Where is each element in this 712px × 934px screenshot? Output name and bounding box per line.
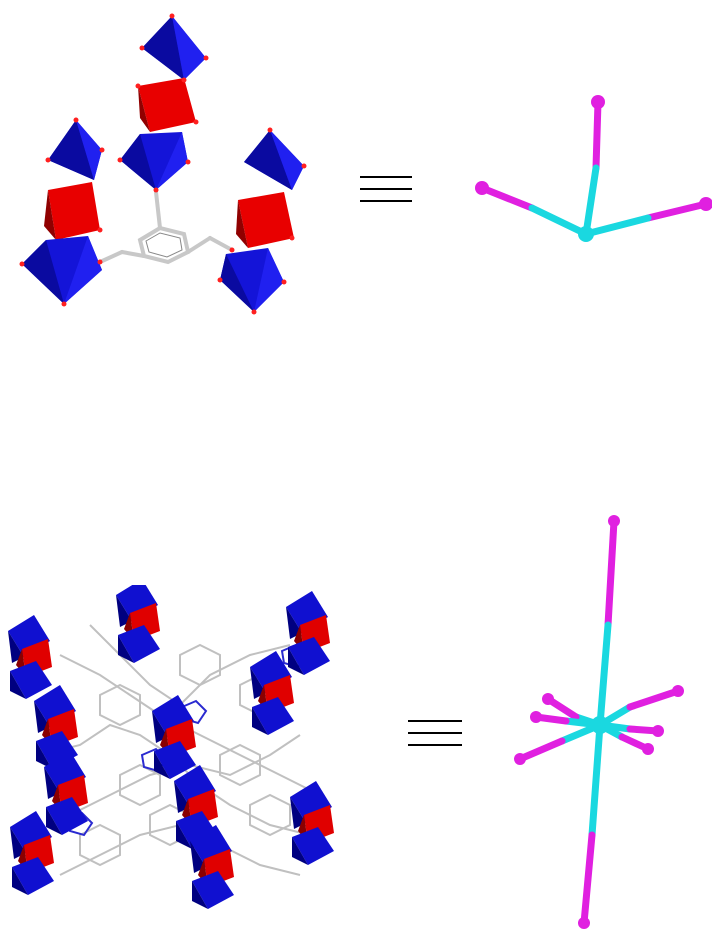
polyhedron-red	[44, 182, 100, 240]
polyhedron-blue	[142, 16, 206, 80]
oxygen-atoms	[19, 13, 307, 315]
polyhedron-blue	[120, 132, 188, 190]
node-svg	[514, 515, 684, 929]
octahedral-unit	[152, 695, 196, 779]
polyhedron-blue	[244, 130, 304, 190]
framework-structure	[0, 585, 372, 925]
equivalence-lines	[360, 176, 412, 202]
top-sbu-structure	[0, 0, 330, 330]
octahedral-unit	[116, 585, 160, 663]
top-sbu-svg	[19, 13, 307, 315]
octahedral-unit	[10, 811, 54, 895]
node-center	[591, 716, 609, 734]
polyhedron-blue	[22, 236, 102, 304]
node-terminals	[514, 515, 684, 929]
ligand-inner-ring	[145, 232, 183, 258]
polyhedron-red	[236, 192, 294, 248]
equivalence-sign-top	[358, 172, 414, 206]
octahedral-unit	[290, 781, 334, 865]
equivalence-lines	[408, 720, 462, 746]
ligand-bond	[120, 250, 146, 258]
node-terminal	[591, 95, 605, 109]
polyhedron-blue	[220, 248, 284, 312]
equivalence-sign-bottom	[406, 716, 464, 750]
eight-connected-node	[492, 505, 712, 934]
node-terminal	[475, 181, 489, 195]
ligand-bond	[186, 236, 212, 254]
node-svg	[475, 95, 712, 242]
octahedral-unit	[34, 685, 78, 769]
polyhedron-blue	[48, 120, 102, 180]
ligand-bond	[98, 250, 124, 264]
ligand-bond	[208, 236, 234, 252]
octahedral-unit	[44, 751, 88, 835]
octahedral-unit	[190, 825, 234, 909]
ligand-bond	[154, 190, 162, 230]
octahedral-units	[8, 585, 334, 909]
node-arms	[478, 98, 710, 238]
octahedral-unit	[286, 591, 330, 675]
octahedral-unit	[250, 651, 294, 735]
ligand-network	[39, 624, 321, 876]
node-center	[578, 226, 594, 242]
node-terminal	[699, 197, 712, 211]
polyhedron-red	[138, 78, 196, 132]
ligand-bonds	[98, 190, 234, 265]
octahedral-unit	[8, 615, 52, 699]
three-connected-node	[452, 84, 712, 260]
framework-svg	[8, 585, 334, 909]
